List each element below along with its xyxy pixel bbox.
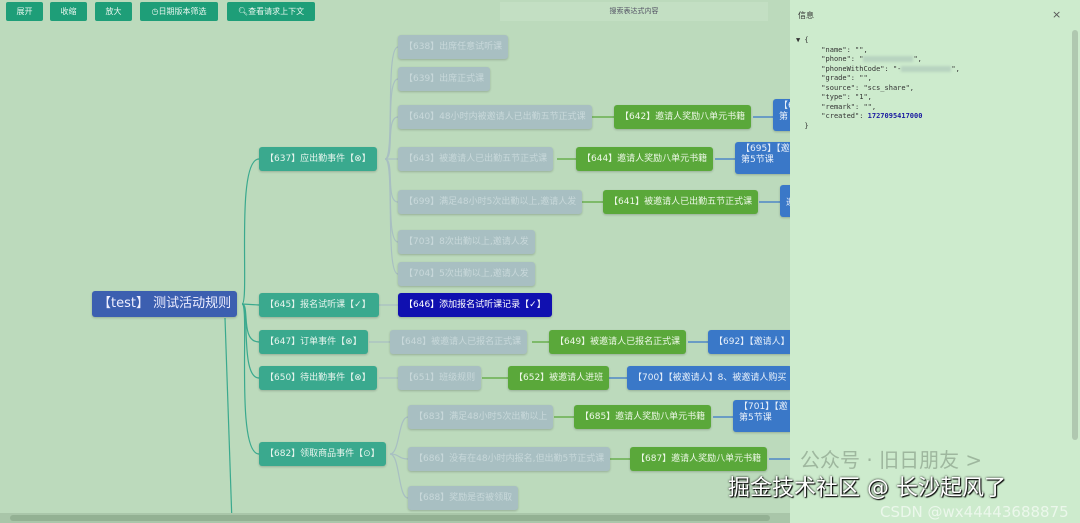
watermark-csdn: CSDN @wx44443688875 <box>880 503 1069 521</box>
collapse-button[interactable]: 收缩 <box>50 2 87 21</box>
condition-node-640[interactable]: 【640】48小时内被邀请人已出勤五节正式课 <box>398 105 592 129</box>
result-node-3[interactable]: 【邀 <box>780 185 790 217</box>
close-icon[interactable]: × <box>1052 8 1062 21</box>
condition-node-683[interactable]: 【683】满足48小时5次出勤以上 <box>408 405 554 429</box>
condition-node-686[interactable]: 【686】没有在48小时内报名,但出勤5节正式课 <box>408 447 611 471</box>
horizontal-scroll-thumb[interactable] <box>10 515 770 521</box>
event-node-637[interactable]: 【637】应出勤事件【⊗】 <box>259 147 377 171</box>
date-filter-button[interactable]: ◷日期版本筛选 <box>140 2 218 21</box>
condition-node-699[interactable]: 【699】满足48小时5次出勤以上,邀请人发 <box>398 190 583 214</box>
condition-node-638[interactable]: 【638】出席任意试听课 <box>398 35 509 59</box>
action-node-649[interactable]: 【649】被邀请人已报名正式课 <box>549 330 687 354</box>
result-node-1[interactable]: 【6第 <box>773 99 790 131</box>
condition-node-703[interactable]: 【703】8次出勤以上,邀请人发 <box>398 230 535 254</box>
search-icon: 🔍︎ <box>237 7 249 16</box>
expand-button[interactable]: 展开 <box>6 2 43 21</box>
action-node-652[interactable]: 【652】被邀请人进班 <box>508 366 610 390</box>
result-node-695[interactable]: 【695】【邀第5节课 <box>735 142 790 174</box>
collapse-triangle-icon[interactable]: ▼ <box>796 36 801 44</box>
mindmap-nodes: 【test】 测试活动规则 【637】应出勤事件【⊗】 【645】报名试听课【✓… <box>92 35 790 510</box>
json-viewer: ▼ { "name": "", "phone": "", "phoneWithC… <box>796 36 960 130</box>
panel-title: 信息 <box>798 11 814 20</box>
action-node-642[interactable]: 【642】邀请人奖励八单元书籍 <box>614 105 752 129</box>
condition-node-688[interactable]: 【688】奖励是否被领取 <box>408 486 519 510</box>
mindmap-canvas[interactable] <box>0 26 790 513</box>
clock-icon: ◷ <box>151 7 159 16</box>
event-node-682[interactable]: 【682】领取商品事件【⊙】 <box>259 442 386 466</box>
info-panel: 信息 × ▼ { "name": "", "phone": "", "phone… <box>790 0 1080 523</box>
root-node[interactable]: 【test】 测试活动规则 <box>92 291 238 317</box>
condition-node-639[interactable]: 【639】出席正式课 <box>398 67 491 91</box>
event-node-645[interactable]: 【645】报名试听课【✓】 <box>259 293 379 317</box>
panel-scrollbar[interactable] <box>1072 30 1078 440</box>
condition-node-704[interactable]: 【704】5次出勤以上,邀请人发 <box>398 262 535 286</box>
condition-node-648[interactable]: 【648】被邀请人已报名正式课 <box>390 330 528 354</box>
event-node-650[interactable]: 【650】待出勤事件【⊗】 <box>259 366 377 390</box>
action-node-687[interactable]: 【687】邀请人奖励八单元书籍 <box>630 447 768 471</box>
action-node-644[interactable]: 【644】邀请人奖励八单元书籍 <box>576 147 714 171</box>
action-node-641[interactable]: 【641】被邀请人已出勤五节正式课 <box>603 190 759 214</box>
result-node-692[interactable]: 【692】【邀请人】 <box>708 330 790 354</box>
connectors <box>224 46 790 513</box>
watermark-wechat: 公众号 · 旧日朋友 > <box>800 448 983 472</box>
view-context-button[interactable]: 🔍︎查看请求上下文 <box>227 2 315 21</box>
action-node-685[interactable]: 【685】邀请人奖励八单元书籍 <box>574 405 712 429</box>
condition-node-651[interactable]: 【651】班级规则 <box>398 366 482 390</box>
search-input[interactable]: 搜索表达式内容 <box>500 2 768 21</box>
result-node-701[interactable]: 【701】【邀第5节课 <box>733 400 790 432</box>
condition-node-643[interactable]: 【643】被邀请人已出勤五节正式课 <box>398 147 554 171</box>
event-node-647[interactable]: 【647】订单事件【⊗】 <box>259 330 368 354</box>
watermark-juejin: 掘金技术社区 @ 长沙起风了 <box>728 476 1006 501</box>
zoom-button[interactable]: 放大 <box>95 2 132 21</box>
result-node-700[interactable]: 【700】【被邀请人】8、被邀请人购买 <box>627 366 790 390</box>
selected-node-646[interactable]: 【646】添加报名试听课记录【✓】 <box>398 293 552 317</box>
